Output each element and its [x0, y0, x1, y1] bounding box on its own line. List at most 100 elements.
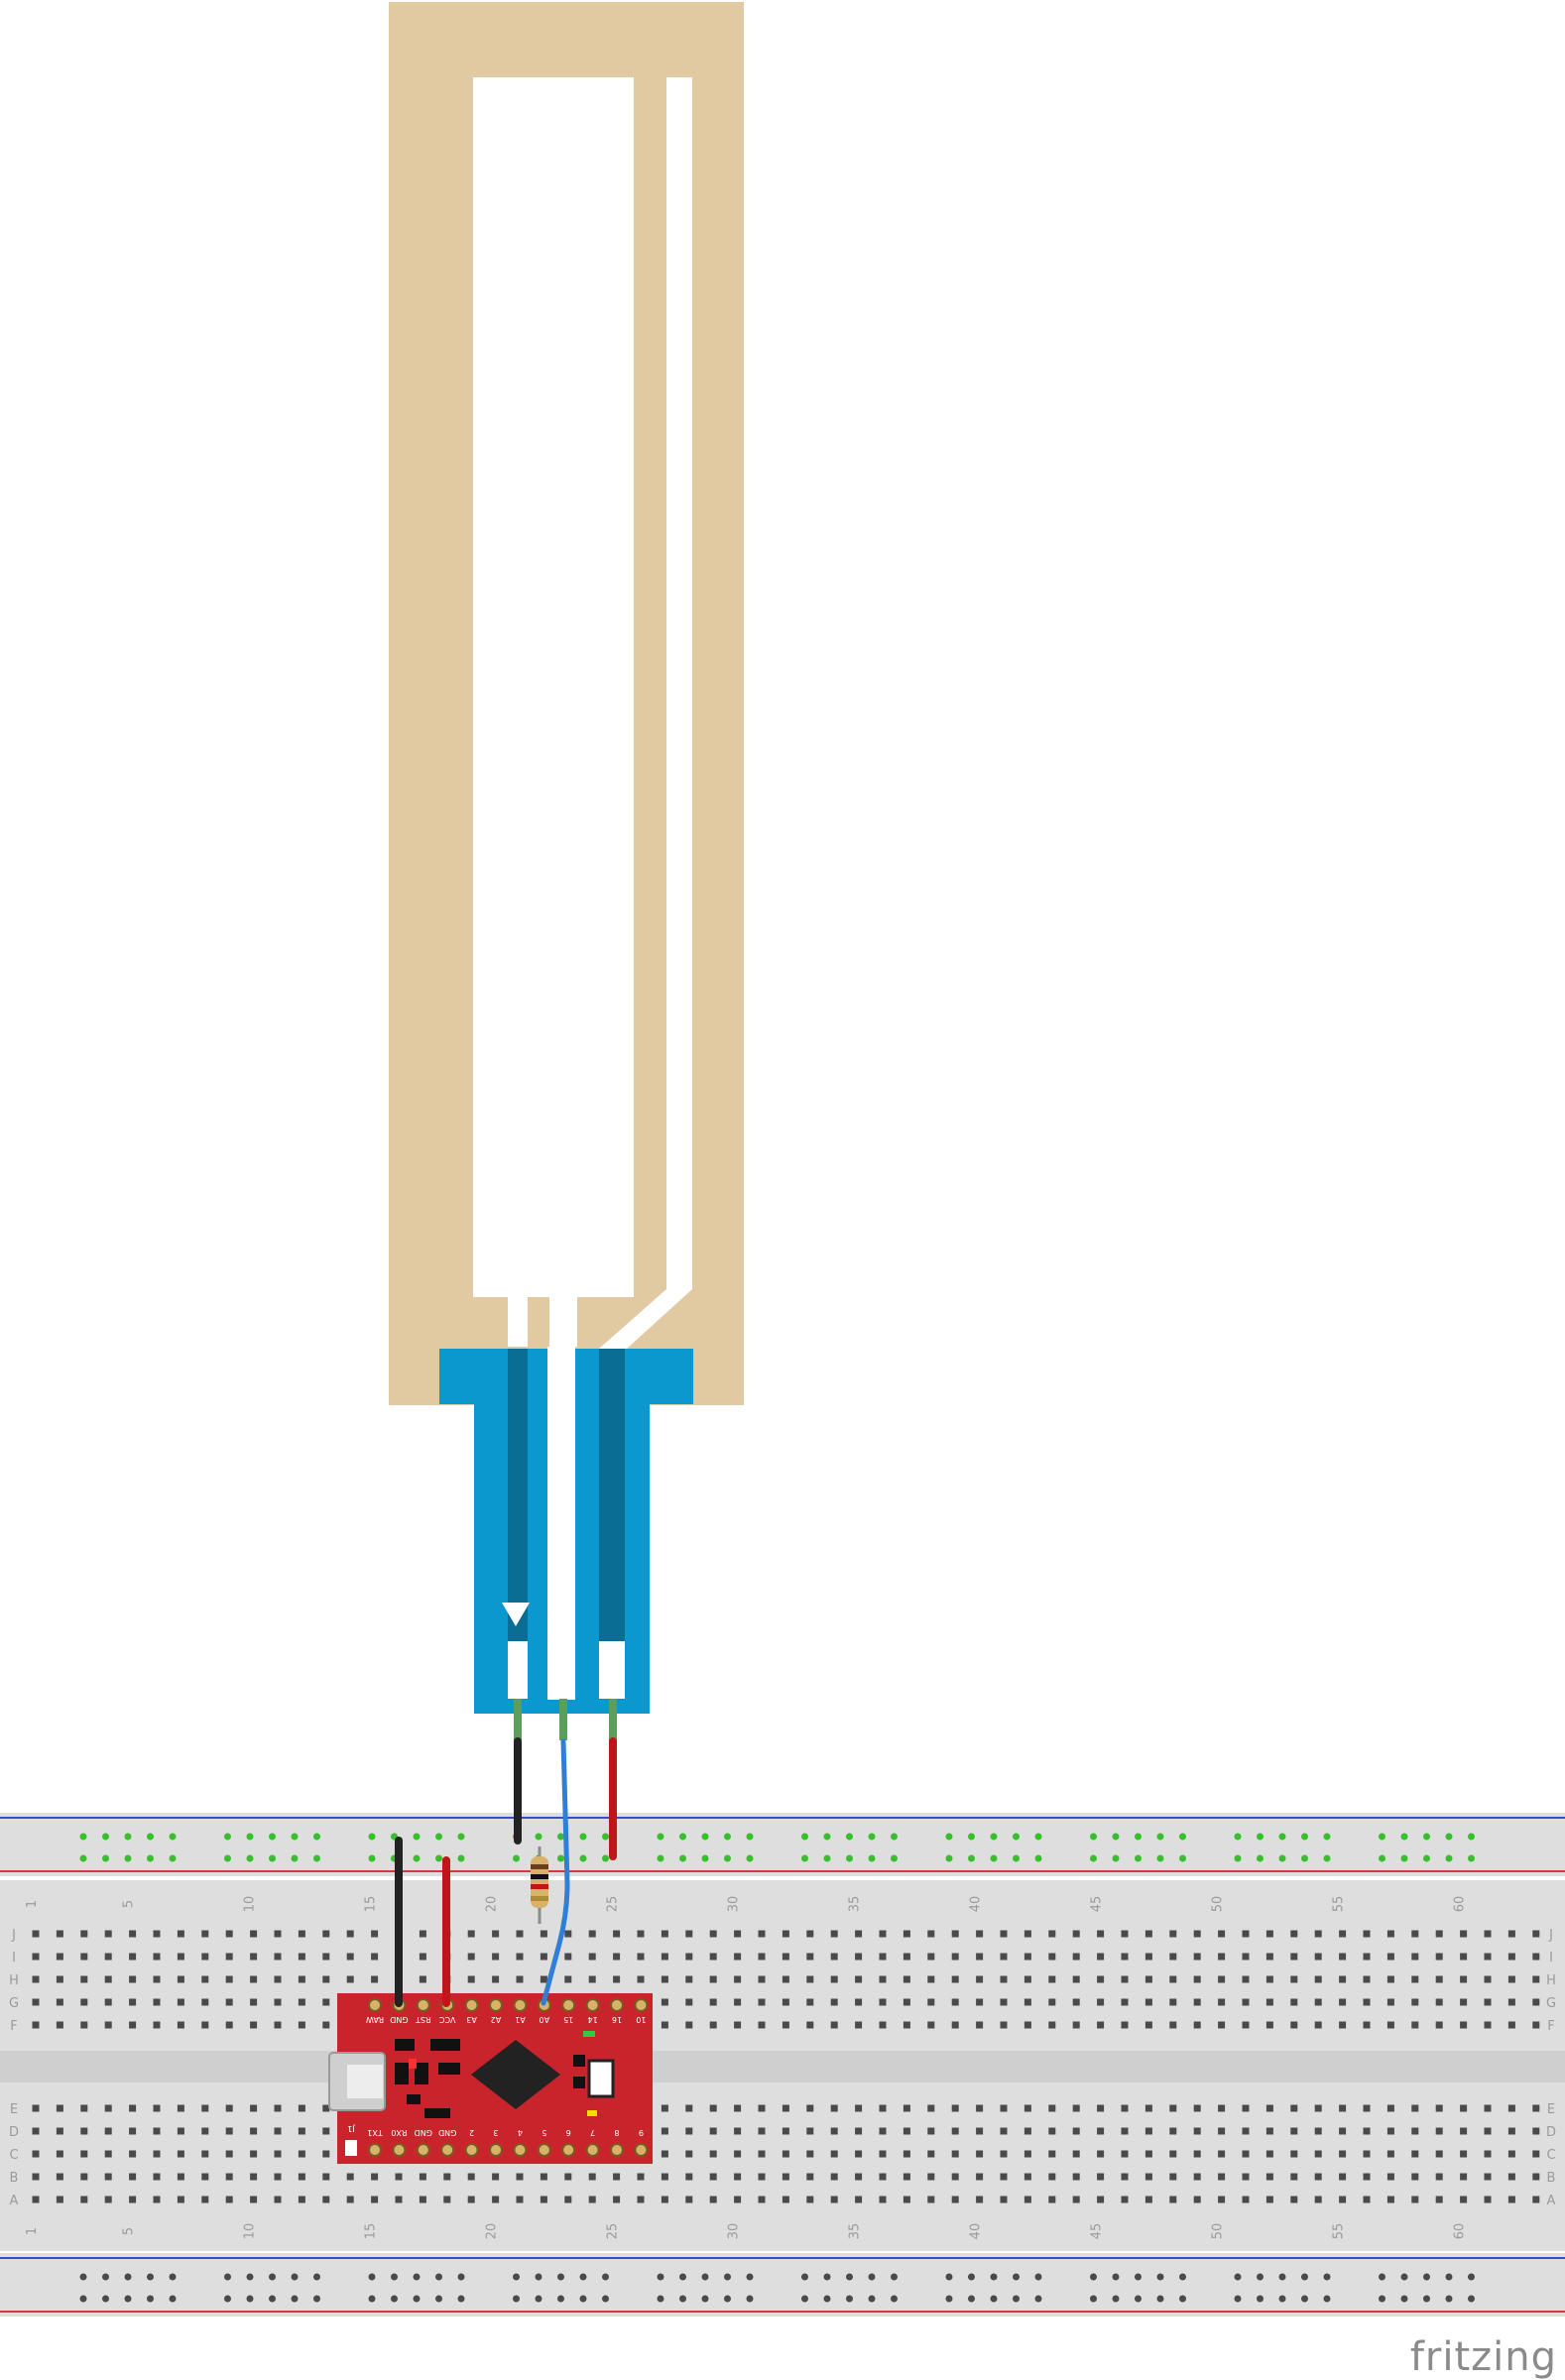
breadboard-hole	[1435, 2021, 1443, 2029]
board-pin-label: 14	[588, 2015, 598, 2024]
rail-hole	[368, 1833, 376, 1841]
rail-hole	[147, 1854, 154, 1862]
rail-hole	[968, 2295, 975, 2303]
rail-hole	[679, 1833, 686, 1841]
column-number: 50	[1211, 1896, 1226, 1913]
breadboard-hole	[1532, 1953, 1540, 1961]
breadboard-hole	[1193, 1930, 1201, 1938]
breadboard-hole	[1097, 2021, 1105, 2029]
breadboard-hole	[1048, 2196, 1056, 2203]
column-number: 25	[606, 1896, 621, 1913]
breadboard-hole	[250, 2021, 258, 2029]
breadboard-hole	[806, 1975, 814, 1983]
board-pin-label: GND	[415, 2128, 432, 2137]
breadboard-hole	[1169, 2150, 1177, 2158]
breadboard-hole	[806, 1998, 814, 2006]
breadboard-hole	[1339, 2173, 1347, 2181]
breadboard-hole	[104, 2021, 112, 2029]
breadboard-hole	[371, 2196, 379, 2203]
breadboard-hole	[419, 1930, 426, 1938]
breadboard-hole	[1532, 2196, 1540, 2203]
breadboard-hole	[1193, 2196, 1201, 2203]
breadboard-hole	[1193, 2150, 1201, 2158]
rail-hole	[868, 1854, 876, 1862]
rail-hole	[1234, 1854, 1242, 1862]
rail-hole	[391, 2295, 398, 2303]
breadboard-hole	[1265, 1998, 1273, 2006]
rail-hole	[368, 2273, 376, 2281]
breadboard-hole	[1460, 1953, 1468, 1961]
rail-hole	[1156, 2273, 1164, 2281]
breadboard-hole	[976, 2021, 984, 2029]
breadboard-hole	[250, 2173, 258, 2181]
breadboard-hole	[1218, 1953, 1226, 1961]
column-number: 30	[727, 1896, 742, 1913]
rail-hole	[1445, 1833, 1453, 1841]
breadboard-hole	[1435, 2150, 1443, 2158]
rail-hole	[1135, 2295, 1142, 2303]
breadboard-hole	[1435, 2104, 1443, 2112]
rail-hole	[724, 2273, 731, 2281]
row-letter: D	[9, 2125, 19, 2140]
breadboard-hole	[129, 2150, 137, 2158]
rail-hole	[1090, 2273, 1097, 2281]
rail-hole	[124, 1854, 132, 1862]
rail-hole	[391, 2273, 398, 2281]
rail-hole	[1257, 2273, 1264, 2281]
rail-hole	[846, 1854, 853, 1862]
breadboard-hole	[1097, 2150, 1105, 2158]
rail-hole	[868, 1833, 876, 1841]
breadboard-hole	[588, 1930, 596, 1938]
rail-hole	[657, 2273, 664, 2281]
breadboard-hole	[250, 2150, 258, 2158]
breadboard-hole	[443, 2173, 451, 2181]
breadboard-hole	[1435, 2173, 1443, 2181]
breadboard-hole	[201, 2104, 209, 2112]
breadboard-hole	[685, 2127, 693, 2135]
breadboard-hole	[1460, 2104, 1468, 2112]
breadboard-hole	[976, 2196, 984, 2203]
rail-hole	[579, 2295, 587, 2303]
breadboard-hole	[903, 1953, 910, 1961]
rail-hole	[1301, 2295, 1308, 2303]
breadboard-hole	[806, 2127, 814, 2135]
breadboard-hole	[734, 1975, 742, 1983]
breadboard-hole	[1242, 2150, 1250, 2158]
breadboard-hole	[1169, 1975, 1177, 1983]
row-letter: G	[1546, 1996, 1556, 2011]
breadboard-hole	[32, 1953, 40, 1961]
breadboard-hole	[32, 2196, 40, 2203]
breadboard-hole	[250, 2104, 258, 2112]
breadboard-hole	[709, 1953, 717, 1961]
rail-hole	[602, 1854, 609, 1862]
breadboard-hole	[1507, 2150, 1515, 2158]
breadboard-hole	[903, 2104, 910, 2112]
column-number: 40	[969, 2223, 984, 2240]
rail-hole	[1423, 2295, 1430, 2303]
rail-hole	[1034, 1833, 1042, 1841]
breadboard-hole	[855, 1930, 863, 1938]
breadboard-hole	[1363, 1998, 1371, 2006]
breadboard-hole	[806, 1930, 814, 1938]
breadboard-hole	[1363, 1975, 1371, 1983]
breadboard-hole	[1386, 1930, 1394, 1938]
breadboard-hole	[443, 2196, 451, 2203]
board-pin	[585, 1998, 600, 2012]
breadboard-hole	[1532, 1975, 1540, 1983]
breadboard-hole	[1386, 2173, 1394, 2181]
breadboard-hole	[976, 2150, 984, 2158]
rail-hole	[102, 1854, 109, 1862]
board-pin-label: RX0	[391, 2128, 407, 2137]
breadboard-hole	[1386, 2127, 1394, 2135]
breadboard-hole	[855, 2173, 863, 2181]
row-letter: F	[1547, 2019, 1554, 2034]
breadboard-hole	[1507, 2127, 1515, 2135]
breadboard-hole	[1000, 1975, 1008, 1983]
board-pin	[537, 2143, 551, 2157]
breadboard-hole	[1532, 2173, 1540, 2181]
rail-hole	[435, 1833, 442, 1841]
rail-hole	[891, 2273, 898, 2281]
breadboard-hole	[32, 2173, 40, 2181]
breadboard-hole	[879, 1930, 887, 1938]
breadboard-hole	[1507, 1953, 1515, 1961]
